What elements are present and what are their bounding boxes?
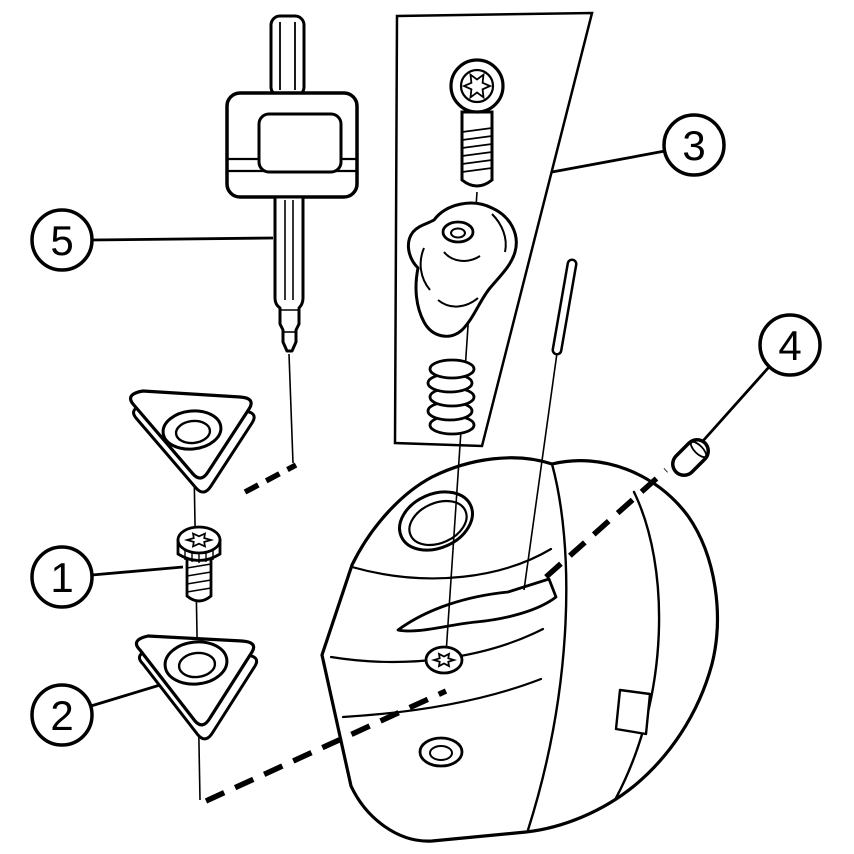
clamp-screw-torx-icon xyxy=(461,72,493,100)
cylindrical-pin-end-face xyxy=(689,440,708,459)
clamp-screw-threads xyxy=(461,127,493,173)
insert-axis-line xyxy=(193,467,201,801)
wrench-drive-shaft xyxy=(273,195,305,353)
callout-1-circle xyxy=(30,545,94,609)
cylinder-front-edge xyxy=(526,462,568,832)
callout-4-circle xyxy=(758,313,822,377)
callout-1-leader xyxy=(91,565,184,577)
seat-screw-hole-torx-icon xyxy=(430,652,458,668)
clamp-detail-line xyxy=(419,247,431,291)
callout-4: 4 xyxy=(700,313,822,443)
wrench-dashed-line xyxy=(243,462,298,495)
callout-5-leader xyxy=(91,236,274,242)
clamp-screw xyxy=(449,58,505,188)
cylindrical-pin xyxy=(671,438,710,477)
side-notch xyxy=(614,688,652,736)
callout-2-leader xyxy=(90,683,161,708)
clamp-detail-line xyxy=(491,213,507,253)
insert-lower xyxy=(134,634,259,741)
callout-3-leader xyxy=(551,149,666,174)
callout-5-number: 5 xyxy=(50,217,73,264)
cylindrical-pin-fill xyxy=(674,441,707,474)
insert-lower-hole-inner xyxy=(177,651,217,679)
cartridge-holes xyxy=(418,645,464,768)
torque-wrench xyxy=(225,14,359,353)
insert-upper xyxy=(129,389,256,494)
wrench-tip-axis-line xyxy=(288,353,294,464)
callout-2: 2 xyxy=(30,683,161,747)
wrench-hex-shaft xyxy=(269,14,306,98)
cylinder-inner-edge xyxy=(614,490,661,800)
spring-coil xyxy=(428,358,476,380)
clamp-outline xyxy=(406,201,518,338)
callout-1: 1 xyxy=(30,545,184,609)
cartridge-body xyxy=(320,456,719,843)
callout-2-circle xyxy=(30,683,94,747)
front-hole-inner xyxy=(429,745,453,761)
insert-screw-threads xyxy=(186,563,212,593)
insert-screw-torx-icon xyxy=(183,532,215,548)
insert-screw xyxy=(176,525,222,603)
clamp-detail-line xyxy=(443,251,481,262)
dowel-pin-fill xyxy=(554,261,575,353)
callouts: 1 2 3 4 5 xyxy=(30,113,822,747)
assembly-dashed-lines xyxy=(204,462,668,804)
callout-2-number: 2 xyxy=(50,692,73,739)
callout-3-number: 3 xyxy=(682,122,705,169)
pin-axis-line xyxy=(523,352,558,591)
clamp-spring xyxy=(426,358,476,436)
top-face-ridge xyxy=(350,547,553,580)
callout-5-circle xyxy=(30,208,94,272)
pin-dashed-line xyxy=(544,467,668,580)
top-clamp xyxy=(406,201,518,338)
insert-upper-hole-inner xyxy=(174,419,212,445)
wrench-window xyxy=(257,112,343,174)
insert-dashed-line xyxy=(204,688,448,804)
clamp-detail-line xyxy=(437,297,479,308)
parts-group-box xyxy=(393,11,594,448)
callout-3-circle xyxy=(662,113,726,177)
callout-4-leader xyxy=(700,366,771,443)
lower-face-ridge xyxy=(341,677,543,719)
top-bore-inner xyxy=(408,499,468,547)
dowel-pin xyxy=(551,258,578,356)
clamp-hole-inner xyxy=(450,227,466,239)
callout-1-number: 1 xyxy=(50,554,73,601)
callout-4-number: 4 xyxy=(778,322,801,369)
callout-5: 5 xyxy=(30,208,274,272)
insert-pocket-seat xyxy=(396,577,558,633)
callout-3: 3 xyxy=(551,113,726,177)
clamp-screw-shaft xyxy=(460,110,494,188)
